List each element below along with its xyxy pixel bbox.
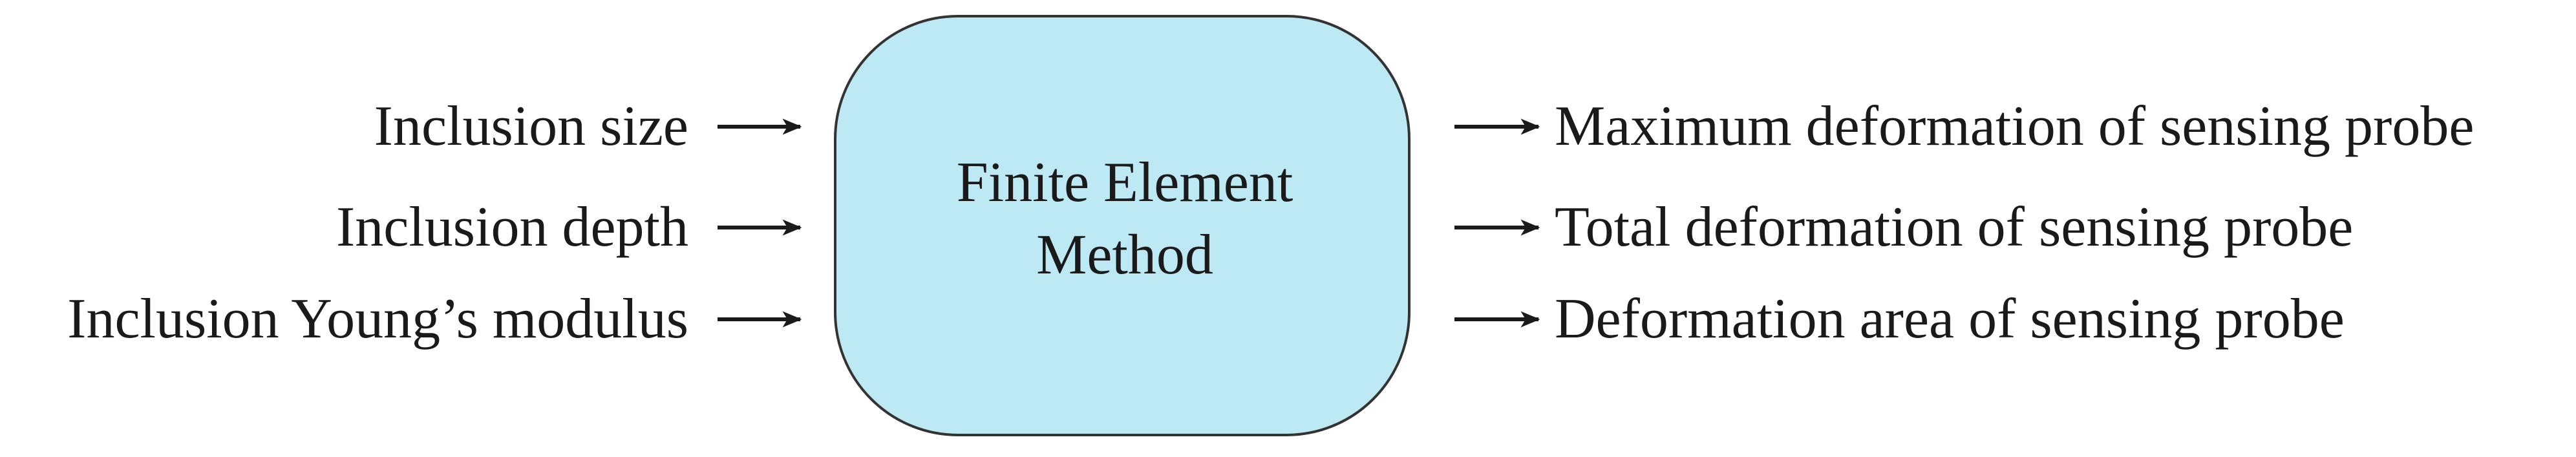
process-title-line2: Method	[1036, 224, 1213, 286]
process-title: Finite Element Method	[834, 147, 1416, 292]
output-label-maximum-deformation: Maximum deformation of sensing probe	[1555, 95, 2475, 158]
output-label-total-deformation: Total deformation of sensing probe	[1555, 196, 2354, 259]
input-label-inclusion-youngs-modulus: Inclusion Young’s modulus	[67, 288, 688, 350]
process-title-line1: Finite Element	[956, 151, 1293, 214]
output-label-deformation-area: Deformation area of sensing probe	[1555, 288, 2345, 350]
process-box	[834, 15, 1410, 436]
input-label-inclusion-size: Inclusion size	[374, 95, 688, 158]
input-label-inclusion-depth: Inclusion depth	[335, 196, 688, 259]
